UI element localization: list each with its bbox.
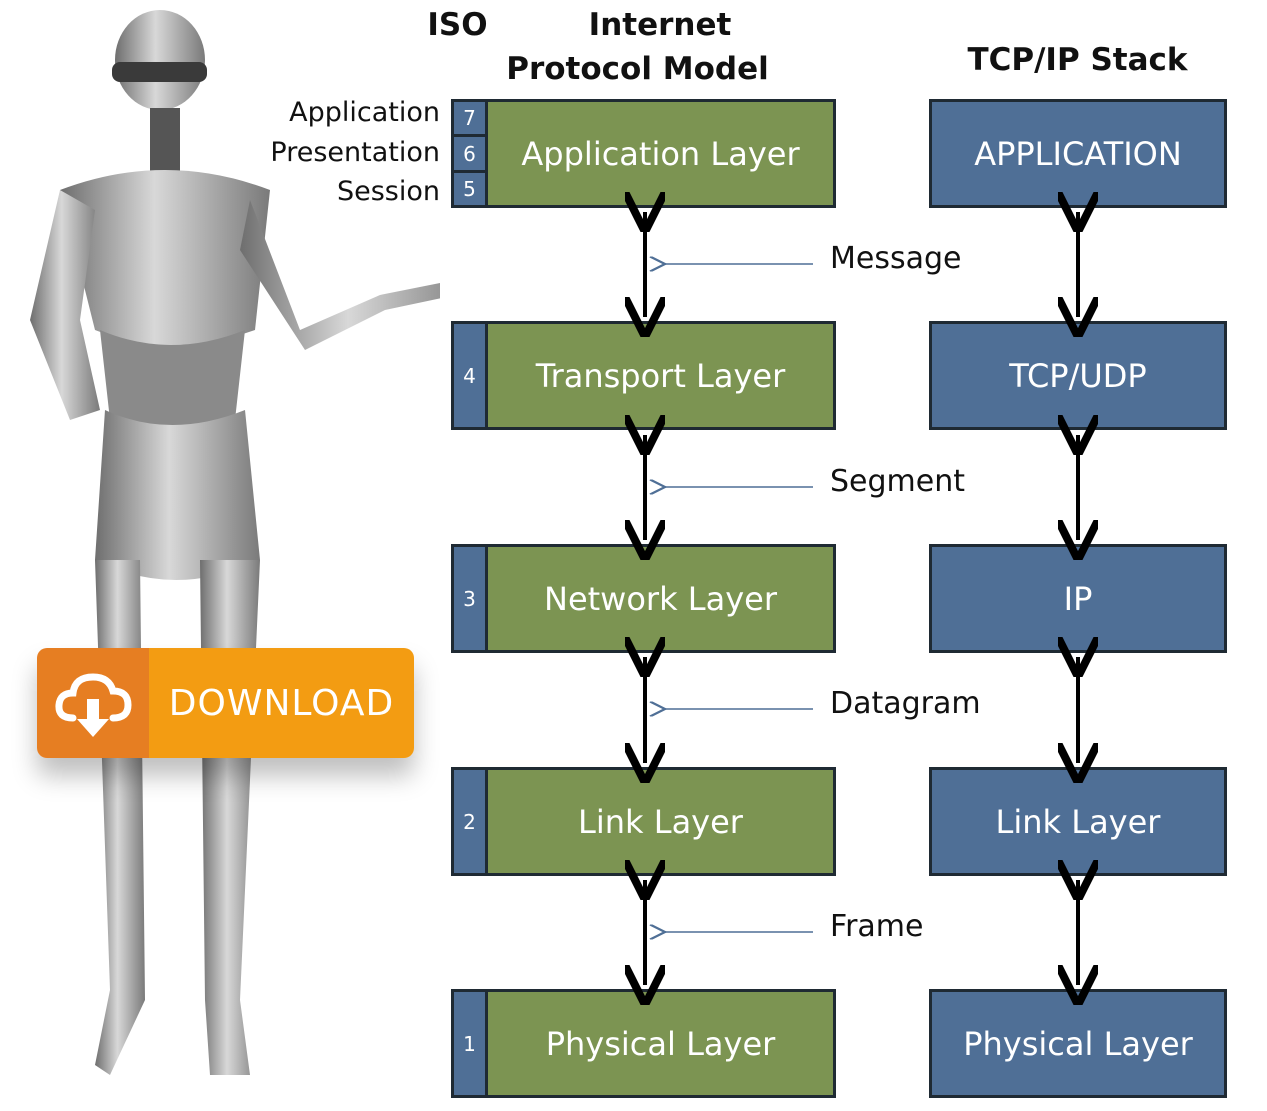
header-iso: ISO — [427, 7, 488, 43]
cloud-download-icon — [55, 673, 132, 737]
pdu-message-label: Message — [830, 241, 962, 276]
download-button[interactable]: DOWNLOAD — [37, 648, 414, 758]
pdu-segment-label: Segment — [830, 464, 965, 499]
download-label: DOWNLOAD — [168, 682, 395, 724]
header-internet-line2: Protocol Model — [506, 51, 769, 87]
pdu-frame-label: Frame — [830, 909, 924, 944]
header-tcpip: TCP/IP Stack — [967, 42, 1188, 78]
internet-application-layer: Application Layer — [485, 99, 836, 208]
iso-presentation-label: Presentation — [270, 137, 440, 168]
iso-session-label: Session — [336, 176, 440, 207]
iso-application-label: Application — [289, 97, 440, 128]
iso-layer-2: 2 — [451, 767, 488, 876]
pdu-datagram-label: Datagram — [830, 686, 981, 721]
tcpip-tcp-udp-layer: TCP/UDP — [929, 321, 1227, 430]
tcpip-link-layer: Link Layer — [929, 767, 1227, 876]
download-icon-panel — [37, 648, 149, 758]
internet-physical-layer: Physical Layer — [485, 989, 836, 1098]
tcpip-application-layer: APPLICATION — [929, 99, 1227, 208]
header-internet-line1: Internet — [588, 7, 732, 43]
